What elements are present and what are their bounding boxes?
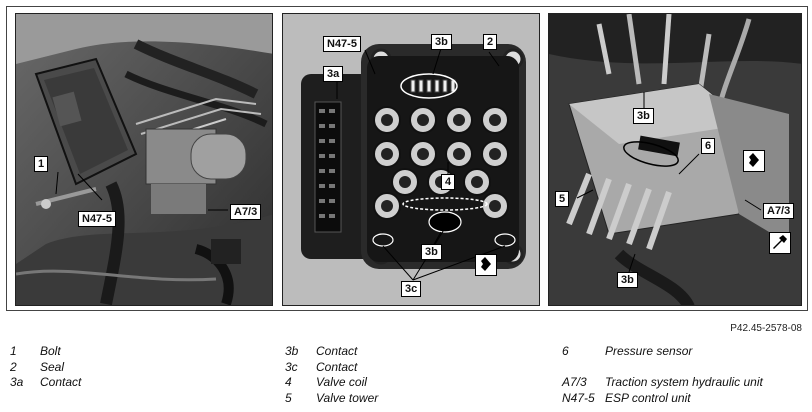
figure-frame: 1 N47-5 A7/3 <box>6 6 808 311</box>
legend-key: 5 <box>285 390 292 405</box>
legend-item: 3c Contact <box>285 360 378 376</box>
figure-reference: P42.45-2578-08 <box>730 323 802 334</box>
legend-label: Valve coil <box>316 375 367 389</box>
photo-hydraulic-unit: 3b 6 5 A7/3 3b <box>548 13 802 306</box>
legend-item: 1 Bolt <box>10 344 81 360</box>
notice-symbol-icon <box>475 254 497 276</box>
legend-label: Contact <box>316 344 358 358</box>
callout-5: 5 <box>555 191 570 207</box>
callout-6: 6 <box>701 138 716 154</box>
engine-bay-illustration <box>16 14 272 305</box>
legend-item: 2 Seal <box>10 360 81 376</box>
legend-key: 2 <box>10 359 17 374</box>
legend-key: 3b <box>285 344 299 358</box>
legend-item: 3a Contact <box>10 375 81 391</box>
legend-key: 1 <box>10 344 17 358</box>
legend-column-3: 6 Pressure sensor A7/3 Traction system hyd… <box>562 344 763 406</box>
legend-item: 6 Pressure sensor <box>562 344 763 360</box>
callout-3b-top: 3b <box>633 108 654 124</box>
callout-n47-5: N47-5 <box>323 36 361 52</box>
legend-key: 4 <box>285 375 292 389</box>
photo-engine-bay: 1 N47-5 A7/3 <box>15 13 273 306</box>
legend-item: 5 Valve tower <box>285 391 378 407</box>
legend-key: 3a <box>10 375 24 389</box>
legend-label: ESP control unit <box>605 390 691 405</box>
legend-item: N47-5 ESP control unit <box>562 391 763 407</box>
legend-label: Contact <box>316 359 358 374</box>
callout-a7-3: A7/3 <box>763 203 795 219</box>
control-unit-illustration <box>283 14 539 305</box>
callout-3c: 3c <box>401 281 422 297</box>
legend-item: 4 Valve coil <box>285 375 378 391</box>
legend-label: Traction system hydraulic unit <box>605 375 763 389</box>
legend-key: 3c <box>285 359 298 374</box>
legend-item: 3b Contact <box>285 344 378 360</box>
photo-control-unit: N47-5 3a 3b 2 4 3b 3c <box>282 13 540 306</box>
legend-label: Contact <box>40 375 82 389</box>
tool-symbol-icon <box>769 232 791 254</box>
legend-column-1: 1 Bolt 2 Seal 3a Contact <box>10 344 81 391</box>
legend-label: Valve tower <box>316 390 379 405</box>
legend-item: A7/3 Traction system hydraulic unit <box>562 375 763 391</box>
legend-label: Pressure sensor <box>605 344 693 358</box>
callout-1: 1 <box>34 156 49 172</box>
legend-label: Seal <box>40 359 65 374</box>
legend-key: A7/3 <box>562 375 587 389</box>
legend-spacer <box>562 360 763 376</box>
legend-label: Bolt <box>40 344 61 358</box>
callout-2: 2 <box>483 34 498 50</box>
callout-3b-bottom: 3b <box>421 244 442 260</box>
callout-3a: 3a <box>323 66 344 82</box>
legend-key: N47-5 <box>562 390 595 405</box>
callout-3b-bottom: 3b <box>617 272 638 288</box>
legend-key: 6 <box>562 344 569 358</box>
callout-4: 4 <box>441 174 456 190</box>
callout-3b-top: 3b <box>431 34 452 50</box>
callout-a7-3: A7/3 <box>230 204 262 220</box>
callout-n47-5: N47-5 <box>78 211 116 227</box>
notice-symbol-icon <box>743 150 765 172</box>
